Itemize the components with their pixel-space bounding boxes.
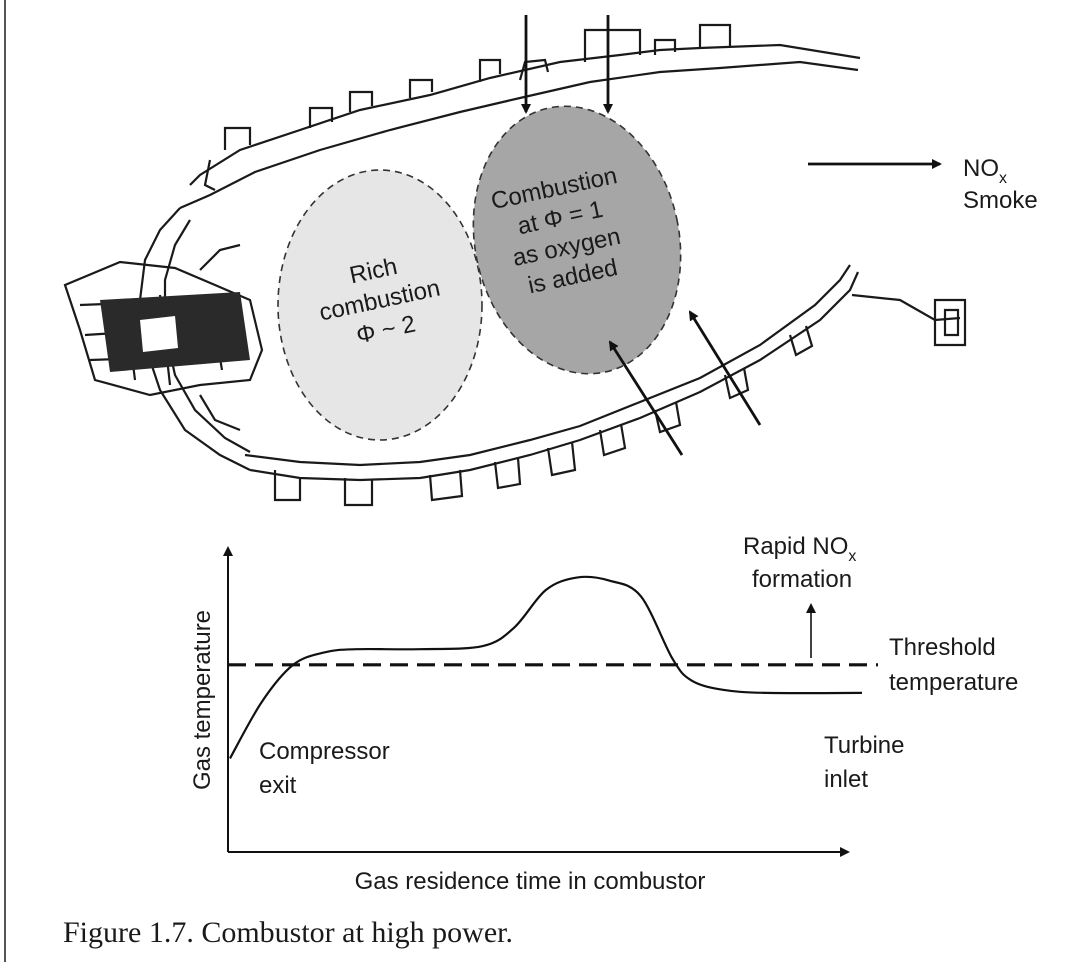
threshold-label-line2: temperature [889,669,1018,696]
start-label-line2: exit [259,772,297,799]
injector-highlight [140,316,178,352]
exit-smoke-label: Smoke [963,187,1038,214]
y-axis-label: Gas temperature [189,610,216,790]
temperature-curve [229,575,863,759]
end-label-line1: Turbine [824,732,904,759]
stoich-zone-ellipse [472,105,682,375]
combustor-drawing [63,23,967,507]
rapid-nox-label-line2: formation [752,566,852,593]
end-label-line2: inlet [824,766,868,793]
air-arrow-bottom-1 [608,340,684,456]
start-label-line1: Compressor [259,738,390,765]
threshold-label-line1: Threshold [889,634,996,661]
figure-caption: Figure 1.7. Combustor at high power. [63,916,513,949]
x-axis-label: Gas residence time in combustor [355,868,706,895]
exit-nox-label: NOx [963,155,1007,187]
temperature-chart: Gas temperature Gas residence time in co… [189,533,1018,895]
rapid-nox-label-line1: Rapid NOx [743,533,856,565]
air-arrows [521,15,762,456]
air-arrow-bottom-2 [688,310,762,426]
rich-zone-ellipse [277,169,483,441]
